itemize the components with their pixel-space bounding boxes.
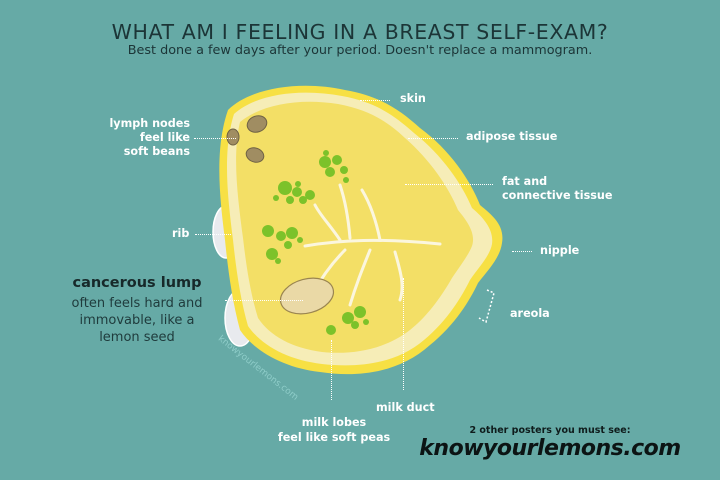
milk-lobes-peas (262, 150, 369, 335)
lemon-seed-lump (279, 277, 335, 315)
nipple-leader-line (512, 251, 532, 252)
cancerous-lump-title: cancerous lump (72, 275, 202, 291)
milk-duct-label: milk duct (376, 401, 435, 414)
nipple-label: nipple (540, 244, 580, 257)
milk-lobes-label-2: feel like soft peas (277, 431, 391, 444)
lymph-nodes (226, 115, 268, 163)
areola-label: areola (510, 307, 550, 320)
page-subtitle: Best done a few days after your period. … (127, 43, 593, 58)
page-title: WHAT AM I FEELING IN A BREAST SELF-EXAM? (111, 20, 609, 44)
cancerous-lump-desc-3: lemon seed (99, 330, 175, 345)
footer-prompt: 2 other posters you must see: (469, 425, 631, 436)
cancerous-lump-desc-2: immovable, like a (79, 313, 195, 328)
skin-leader-line (360, 100, 390, 101)
milk-lobes-label-1: milk lobes (301, 416, 367, 429)
cancerous-lump-desc-1: often feels hard and (71, 296, 203, 311)
lymph-nodes-label-2: feel like (139, 131, 190, 144)
rib-label: rib (172, 227, 190, 240)
lump-leader-line (225, 300, 303, 301)
skin-label: skin (400, 92, 426, 105)
lymph-nodes-label-1: lymph nodes (109, 117, 190, 130)
fat-leader-line (405, 184, 493, 185)
milk-lobes-leader-line (331, 340, 332, 400)
rib-leader-line (195, 234, 231, 235)
footer-site-link[interactable]: knowyourlemons.com (419, 436, 681, 461)
adipose-leader-line (408, 138, 458, 139)
adipose-tissue-label: adipose tissue (466, 130, 558, 143)
areola-bracket (478, 289, 495, 324)
milk-duct-leader-line (403, 278, 404, 390)
fat-connective-label-2: connective tissue (502, 189, 613, 202)
lymph-nodes-label-3: soft beans (123, 145, 190, 158)
fat-connective-label-1: fat and (502, 175, 548, 188)
lymph-leader-line (194, 138, 236, 139)
